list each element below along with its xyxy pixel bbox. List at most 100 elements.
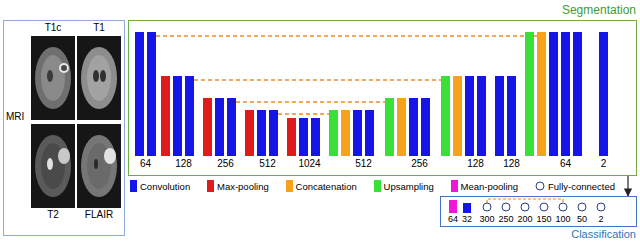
legend: ConvolutionMax-poolingConcatenationUpsam… [130,179,615,193]
convolution-bar-part [257,110,266,156]
sequence-label: T2 [47,209,59,220]
text-holder: 1024 [298,158,320,170]
legend-item: Concatenation [286,180,357,192]
upsampling-bar-part [441,76,450,156]
upsampling-bar-part [525,32,534,156]
layer-size-number: 32 [462,214,472,224]
convolution-bar-part [495,76,504,156]
convolution-bar-part [227,98,236,156]
convolution-bar-part [409,98,418,156]
classifier-bars-part [463,203,471,213]
mri-t1-image-part [93,70,99,82]
classification-panel: Classification6432300250200150100502 [440,196,637,227]
layer-size-number: 200 [517,214,532,224]
text-holder: 64 [560,158,571,170]
convolution-bar-part [135,32,144,156]
layer-size-number: 512 [259,158,276,169]
mri-t2-image-part [35,135,71,197]
text-holder: MRI [6,111,24,123]
convolution-bar-part [353,110,362,156]
mri-tile: T1 [77,22,121,120]
legend-swatch [374,180,381,192]
mri-t1-image-part [81,47,117,109]
max-pooling-bar [161,76,296,156]
text-holder: 2 [598,214,603,225]
text-holder: 512 [355,158,372,170]
legend-item: Max-pooling [207,180,269,192]
convolution-bar-part [173,76,182,156]
fully-connected-unit-part [502,203,510,211]
fully-connected-unit-part [483,203,491,211]
legend-swatch [207,180,214,192]
network-illustration-part [135,32,608,156]
text-holder: FLAIR [85,209,113,221]
max-pooling-bar-part [161,76,170,156]
text-holder: 100 [555,214,570,225]
legend-text: Concatenation [296,181,357,192]
text-holder: Segmentation [562,3,636,17]
text-holder: 150 [536,214,551,225]
classifier-skip-part [487,199,563,203]
classifier-skip [487,199,563,203]
text-holder: 128 [503,158,520,170]
concatenation-bar-part [341,110,350,156]
text-holder: 256 [411,158,428,170]
convolution-bar-part [549,32,558,156]
convolution-bar-part [299,118,308,156]
layer-size-number: 64 [448,214,458,224]
sequence-label: T1 [93,22,105,33]
convolution-bar-part [421,98,430,156]
text-holder: T1 [93,22,105,34]
convolution-bar-part [147,32,156,156]
fully-connected-unit-part [578,203,586,211]
text-holder: 256 [217,158,234,170]
concatenation-bar-part [453,76,462,156]
text-holder: 250 [498,214,513,225]
fully-connected-unit-part [521,203,529,211]
mri-panel: MRI T1c T1T2 FLAIR [3,20,125,236]
max-pooling-bar-part [245,110,254,156]
layer-size-number: 1024 [298,158,320,169]
sequence-label: FLAIR [85,209,113,220]
convolution-bar-part [311,118,320,156]
legend-item: Mean-pooling [451,180,519,192]
layer-size-number: 300 [479,214,494,224]
upsampling-bar [329,32,534,156]
mri-t2-image-part [47,158,53,170]
mri-t1c-image-part [35,47,71,109]
mri-t1c-image-part [31,36,75,120]
upsampling-bar-part [329,110,338,156]
convolution-bar-part [465,76,474,156]
convolution-bar-part [599,32,608,156]
text-holder: T1c [45,22,62,34]
convolution-bar-part [215,98,224,156]
panel-title: Classification [571,228,636,240]
convolution-bar-part [365,110,374,156]
convolution-bar-part [185,76,194,156]
fully-connected-unit-part [597,203,605,211]
convolution-bar-part [561,32,570,156]
layer-size-number: 128 [467,158,484,169]
max-pooling-bar-part [203,98,212,156]
segmentation-panel: Segmentation6412825651210245122561281286… [128,20,637,176]
mri-t1-image-part [77,36,121,120]
text-holder: 32 [462,214,472,225]
layer-size-number: 2 [598,214,603,224]
legend-circle [535,181,545,191]
mri-flair-image [77,124,121,208]
text-holder: Classification [571,228,636,241]
layer-size-number: 250 [498,214,513,224]
legend-swatch [286,180,293,192]
mri-flair-image-part [94,159,98,169]
convolution-bar-part [507,76,516,156]
mri-flair-image-part [104,148,116,164]
text-holder: 64 [448,214,458,225]
layer-size-number: 64 [560,158,571,169]
classifier-bars [449,200,471,213]
layer-size-number: 128 [503,158,520,169]
legend-circle-shape [536,182,544,190]
skip-connection-part [194,79,453,80]
